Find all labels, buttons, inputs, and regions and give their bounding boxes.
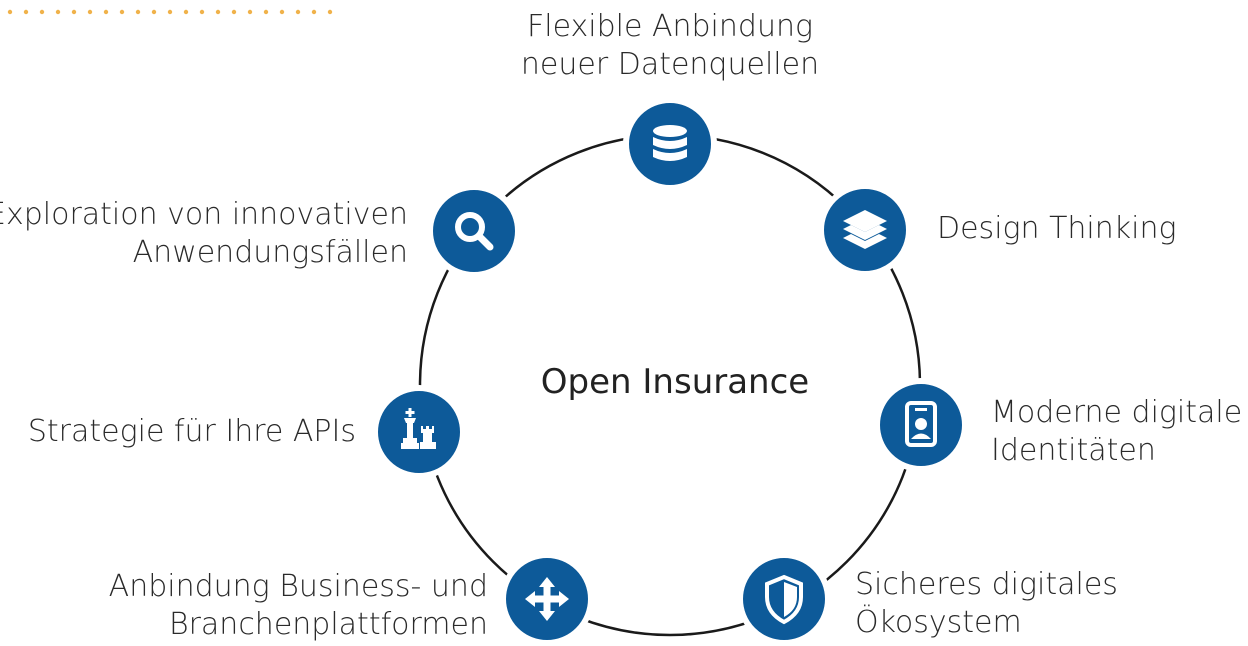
search-icon — [455, 212, 494, 251]
label-line: Moderne digitale — [991, 395, 1243, 430]
label-line: Identitäten — [991, 433, 1156, 468]
node-digital-identities — [874, 378, 968, 472]
node-design-thinking — [818, 183, 912, 277]
decorative-dot-line — [7, 9, 333, 15]
label-line: Anbindung Business- und — [108, 569, 488, 604]
node-business-platforms — [500, 552, 594, 646]
node-api-strategy — [372, 385, 466, 479]
label-line: Branchenplattformen — [168, 607, 488, 642]
label-secure-ecosystem: Sicheres digitales Ökosystem — [855, 566, 1118, 642]
label-line: Strategie für Ihre APIs — [27, 414, 356, 449]
database-icon — [653, 125, 687, 161]
center-title: Open Insurance — [540, 362, 810, 402]
label-line: Design Thinking — [937, 211, 1177, 246]
chess-icon — [401, 408, 436, 449]
layers-icon — [843, 210, 887, 249]
node-data-sources — [623, 97, 717, 191]
shield-icon — [765, 574, 803, 625]
label-data-sources: Flexible Anbindung neuer Datenquellen — [520, 8, 820, 84]
label-line: Flexible Anbindung — [527, 9, 813, 44]
label-line: Sicheres digitales — [855, 567, 1118, 602]
node-secure-ecosystem — [737, 552, 831, 646]
label-use-cases: Exploration von innovativen Anwendungsfä… — [0, 196, 408, 272]
label-line: Exploration von innovativen — [0, 197, 408, 232]
label-line: neuer Datenquellen — [520, 47, 820, 82]
label-api-strategy: Strategie für Ihre APIs — [28, 413, 356, 451]
label-business-platforms: Anbindung Business- und Branchenplattfor… — [109, 568, 488, 644]
label-design-thinking: Design Thinking — [937, 210, 1177, 248]
id-badge-icon — [905, 401, 937, 447]
label-line: Anwendungsfällen — [132, 235, 408, 270]
node-use-cases — [427, 184, 521, 278]
move-arrows-icon — [525, 577, 569, 621]
label-line: Ökosystem — [855, 605, 1022, 640]
label-digital-identities: Moderne digitale Identitäten — [991, 394, 1242, 470]
